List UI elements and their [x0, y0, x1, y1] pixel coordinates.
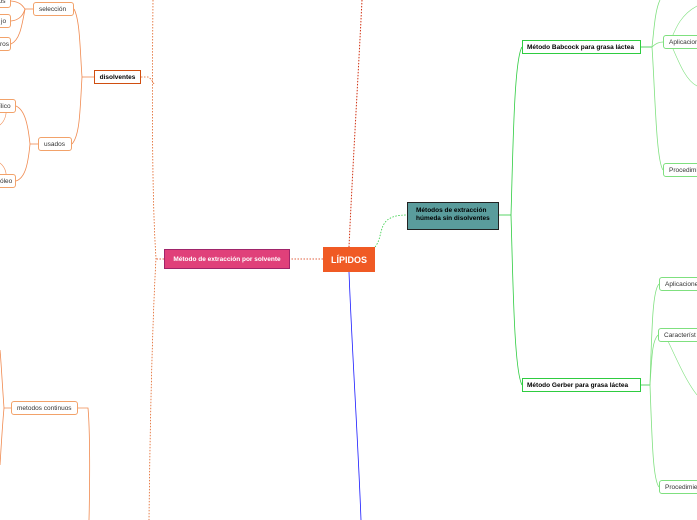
orange-dotted-vertical — [148, 0, 157, 520]
topic-metodos-extraccion-humeda[interactable]: Métodos de extracción húmeda sin disolve… — [407, 202, 499, 230]
leaf-gerber-procedimiento[interactable]: Procedimie — [659, 480, 697, 494]
leaf-gerber-caracteristicas[interactable]: Característ — [658, 328, 697, 342]
leaf-babcock-aplicacion[interactable]: Aplicacion — [663, 35, 697, 49]
subtopic-metodo-babcock[interactable]: Método Babcock para grasa láctea — [522, 40, 641, 54]
leaf-partial-lico[interactable]: ílico — [0, 99, 16, 113]
leaf-partial-ros[interactable]: ros — [0, 37, 11, 51]
leaf-partial-dos[interactable]: dos — [0, 0, 11, 8]
subtopic-disolventes[interactable]: disolventes — [94, 70, 141, 84]
leaf-babcock-procedimiento[interactable]: Procedimi — [663, 163, 697, 177]
subtopic-metodos-continuos[interactable]: metodos continuos — [11, 401, 78, 415]
topic-metodo-extraccion-solvente[interactable]: Método de extracción por solvente — [164, 249, 290, 269]
leaf-partial-jo[interactable]: jo — [0, 14, 11, 28]
red-dotted-line — [348, 0, 363, 248]
central-to-right-main — [374, 214, 408, 248]
subtopic-seleccion[interactable]: selección — [33, 2, 74, 16]
leaf-gerber-aplicaciones[interactable]: Aplicaciones — [659, 277, 697, 291]
subtopic-usados[interactable]: usados — [38, 137, 72, 151]
subtopic-metodo-gerber[interactable]: Método Gerber para grasa láctea — [522, 378, 641, 392]
leaf-partial-oleo[interactable]: óleo — [0, 174, 16, 188]
central-topic-lipidos[interactable]: LÍPIDOS — [323, 247, 375, 272]
blue-line — [348, 271, 362, 520]
